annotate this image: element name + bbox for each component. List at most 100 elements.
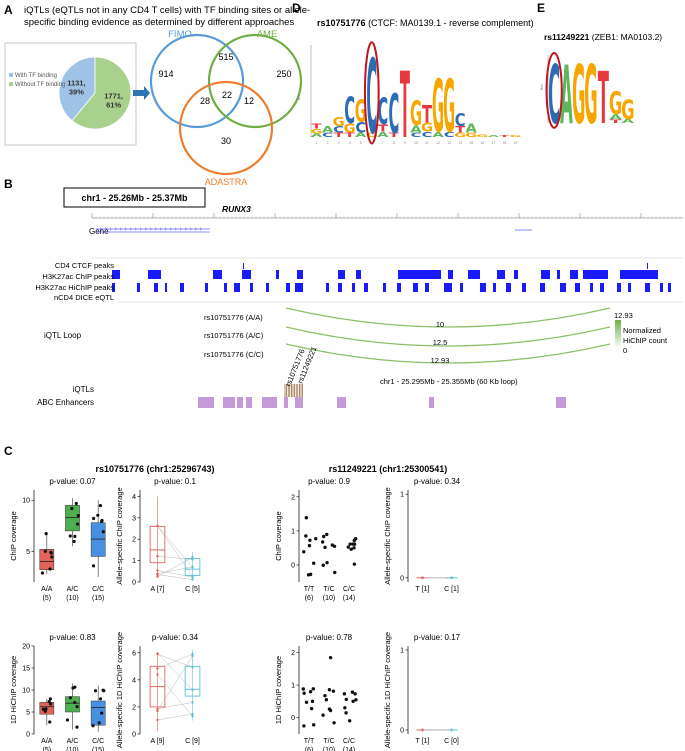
logo-letter-g: G — [366, 132, 378, 139]
gene-strand-arrow — [119, 227, 122, 231]
colorbar-title-line1: Normalized — [623, 326, 661, 335]
logo-letter-g: G — [310, 128, 322, 135]
data-point — [68, 696, 72, 700]
panel-e-title-bold: rs11249221 — [544, 32, 590, 42]
hichip-peak — [112, 283, 115, 292]
data-point — [100, 711, 104, 715]
plot-x-count: (15) — [92, 747, 104, 751]
venn-count-ame_adastra: 12 — [244, 96, 254, 106]
loop-genotype-aa: rs10751776 (A/A) — [204, 313, 263, 322]
gene-strand-arrow — [149, 227, 152, 231]
data-point — [353, 692, 357, 696]
pair-line — [157, 702, 193, 710]
data-point — [191, 712, 194, 716]
hichip-peak — [383, 283, 386, 292]
hichip-peak — [522, 283, 526, 292]
pair-line — [157, 555, 193, 560]
data-point — [98, 697, 103, 701]
plot-pvalue: p-value: 0.34 — [414, 477, 461, 486]
gene-strand-arrow — [179, 227, 182, 231]
plot-x-count: (6) — [305, 747, 314, 751]
hichip-peak — [413, 283, 418, 292]
logo-position-tick: 10 — [414, 141, 418, 145]
plot-pvalue: p-value: 0.78 — [306, 633, 353, 642]
chip-peak — [276, 270, 279, 279]
hichip-peak — [180, 283, 184, 292]
abc-enhancers-label: ABC Enhancers — [37, 398, 94, 407]
logo-position-tick: 4 — [349, 141, 351, 145]
highlight-ellipse — [545, 51, 563, 129]
data-point — [304, 534, 308, 538]
data-point — [323, 545, 327, 550]
data-point — [331, 689, 336, 693]
pie-slice-count: 1771, — [104, 92, 123, 101]
hichip-peak — [668, 283, 671, 292]
venn-circle-fimo — [149, 33, 245, 129]
plot-ylabel: 1D HiChIP coverage — [274, 656, 283, 724]
plot-ylabel: ChIP coverage — [9, 511, 18, 560]
gene-strand-arrow — [194, 227, 197, 231]
logo-position-tick: 19 — [514, 141, 518, 145]
data-point — [321, 713, 325, 717]
abc-enhancer — [284, 397, 288, 408]
chip-peak — [448, 270, 453, 279]
data-point — [352, 546, 356, 550]
venn-count-all: 22 — [222, 90, 232, 100]
panel-letter-e: E — [537, 1, 545, 15]
logo-position-tick: 17 — [491, 141, 495, 145]
gene-strand-arrow — [129, 227, 132, 231]
hichip-peak — [165, 283, 167, 292]
logo-letter-g: G — [333, 115, 345, 129]
data-point — [191, 654, 194, 658]
data-point — [308, 572, 313, 577]
logo-letter-c: C — [548, 48, 560, 142]
logo-position-tick: 15 — [469, 141, 473, 145]
gene-strand-arrow — [99, 227, 102, 231]
panel-a: A iQTLs (eQTLs not in any CD4 T cells) w… — [4, 3, 310, 187]
plot-x-label: C/C — [92, 738, 104, 745]
venn-circle-adastra — [178, 80, 274, 176]
data-point — [308, 538, 312, 542]
logo-letter-c: C — [388, 83, 399, 146]
data-point — [324, 697, 329, 702]
hichip-peak — [137, 283, 140, 292]
data-point — [354, 698, 358, 702]
data-point — [302, 550, 306, 554]
data-point — [73, 534, 77, 538]
data-point — [321, 534, 326, 539]
data-point — [450, 728, 453, 732]
data-point — [353, 537, 358, 541]
plot-x-count: (15) — [92, 595, 104, 602]
data-point — [156, 718, 159, 722]
data-point — [101, 530, 105, 534]
abc-enhancer — [337, 397, 346, 408]
gene-strand-arrow — [109, 227, 112, 231]
data-point — [48, 697, 52, 701]
highlight-ellipse — [363, 41, 380, 145]
plot-y-tick-label: 4 — [132, 494, 136, 501]
plot-y-tick-label: 0 — [291, 562, 295, 569]
logo-letter-t: T — [455, 125, 466, 135]
plot-pvalue: p-value: 0.07 — [49, 477, 96, 486]
logo-letter-c: C — [444, 130, 455, 139]
plot-x-label: C/C — [343, 738, 355, 745]
venn-circle-ame — [207, 33, 303, 129]
chip-peak — [242, 270, 251, 279]
panel-d: D rs10751776 (CTCF: MA0139.1 - reverse c… — [292, 1, 534, 159]
chip-peak — [620, 270, 658, 279]
hichip-peak — [397, 283, 401, 292]
plot-y-tick-label: 2 — [132, 537, 136, 544]
plot-x-label: C [1] — [444, 586, 459, 593]
plot-x-label: C [9] — [185, 738, 200, 745]
data-point — [325, 560, 329, 565]
data-point — [311, 723, 316, 727]
data-point — [72, 539, 76, 544]
logo-letter-g: G — [410, 95, 422, 134]
data-point — [156, 569, 159, 572]
hichip-peak — [154, 283, 158, 292]
data-point — [68, 534, 72, 538]
